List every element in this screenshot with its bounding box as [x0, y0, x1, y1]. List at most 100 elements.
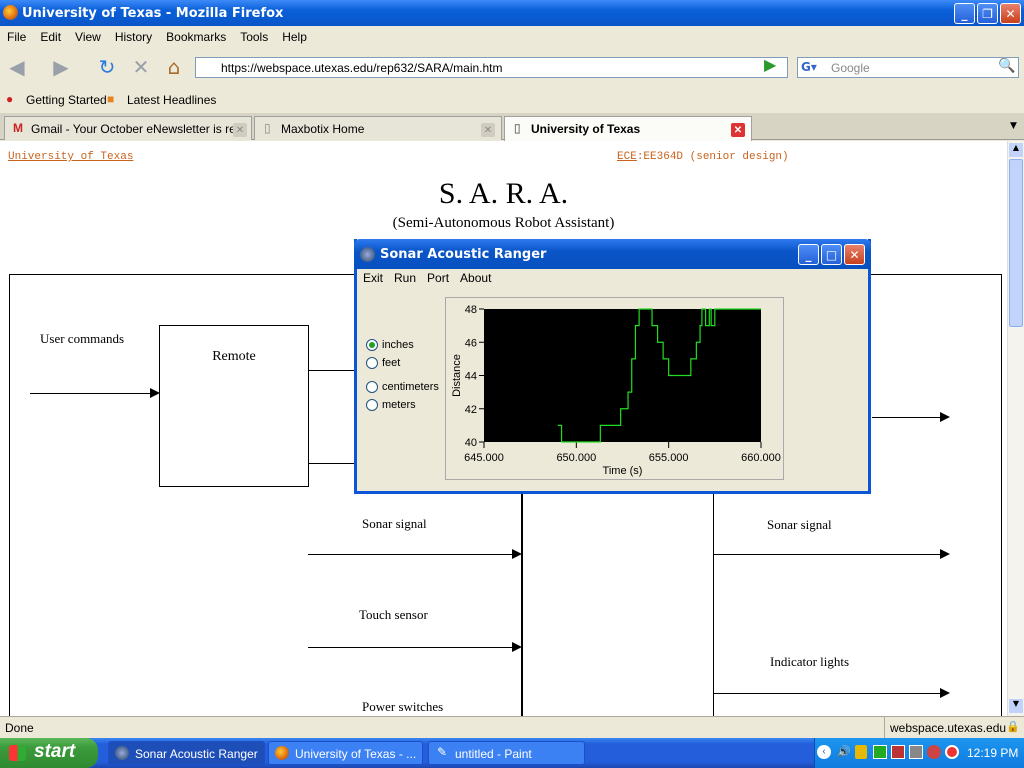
- radio-inches[interactable]: [366, 339, 378, 351]
- sonar-app-icon: [360, 247, 375, 262]
- status-text: Done: [5, 721, 34, 735]
- home-icon[interactable]: ⌂: [167, 55, 181, 79]
- vertical-scrollbar[interactable]: ▲ ▼: [1007, 141, 1024, 716]
- search-placeholder: Google: [831, 61, 870, 75]
- task-label: University of Texas - ...: [295, 747, 417, 761]
- menu-file[interactable]: File: [7, 30, 27, 44]
- restore-button[interactable]: ❐: [977, 3, 998, 24]
- radio-meters[interactable]: [366, 399, 378, 411]
- reload-icon[interactable]: ↻: [98, 55, 116, 79]
- radio-inches-label: inches: [382, 339, 414, 351]
- page-subtitle: (Semi-Autonomous Robot Assistant): [392, 215, 615, 231]
- course-line: ECE:EE364D (senior design): [617, 151, 789, 163]
- start-button[interactable]: start: [0, 738, 98, 768]
- tab-gmail[interactable]: M Gmail - Your October eNewsletter is re…: [4, 116, 252, 140]
- sonar-menu-exit[interactable]: Exit: [363, 271, 384, 285]
- x-tick-label: 660.000: [741, 452, 781, 464]
- sonar-signal-right-arrow: [940, 549, 950, 559]
- firefox-logo-icon: [3, 5, 18, 20]
- menu-bookmarks[interactable]: Bookmarks: [166, 30, 227, 44]
- tab-maxbotix[interactable]: ▯ Maxbotix Home ✕: [254, 116, 502, 140]
- page-title: S. A. R. A.: [438, 177, 569, 210]
- y-tick-label: 40: [465, 437, 477, 449]
- security-icon[interactable]: [891, 745, 905, 759]
- sonar-app-icon: [115, 746, 129, 760]
- tab-close-icon[interactable]: ✕: [731, 123, 745, 137]
- course-name: :EE364D (senior design): [636, 151, 789, 163]
- volume-icon[interactable]: 🔊: [837, 746, 851, 758]
- tab-list-icon[interactable]: ▼: [1010, 121, 1017, 131]
- tab-university-of-texas[interactable]: ▯ University of Texas ✕: [504, 116, 752, 141]
- alert-icon[interactable]: [945, 745, 959, 759]
- search-input[interactable]: Google: [797, 57, 1019, 78]
- menu-tools[interactable]: Tools: [240, 30, 269, 44]
- back-icon[interactable]: ◀: [9, 55, 25, 79]
- sonar-maximize-button[interactable]: □: [821, 244, 842, 265]
- menu-edit[interactable]: Edit: [40, 30, 62, 44]
- monitor-icon[interactable]: [909, 745, 923, 759]
- antivirus-icon[interactable]: [927, 745, 941, 759]
- university-link[interactable]: University of Texas: [8, 151, 134, 163]
- menu-view[interactable]: View: [75, 30, 101, 44]
- clock: 12:19 PM: [967, 746, 1019, 760]
- forward-icon[interactable]: ▶: [53, 55, 69, 79]
- scroll-up-icon[interactable]: ▲: [1009, 143, 1023, 157]
- touch-sensor-line: [308, 647, 512, 648]
- scroll-down-icon[interactable]: ▼: [1009, 699, 1023, 713]
- task-sonar[interactable]: Sonar Acoustic Ranger: [108, 741, 265, 765]
- x-tick-label: 655.000: [649, 452, 689, 464]
- go-icon[interactable]: ▶: [764, 55, 777, 74]
- search-icon[interactable]: 🔍: [998, 58, 1016, 74]
- scroll-thumb[interactable]: [1009, 159, 1023, 327]
- sonar-menu-bar: Exit Run Port About: [357, 269, 868, 287]
- user-commands-line: [30, 393, 150, 394]
- task-label: untitled - Paint: [455, 747, 532, 761]
- task-paint[interactable]: ✎ untitled - Paint: [428, 741, 585, 765]
- distance-series-line: [557, 308, 761, 443]
- tab-close-icon[interactable]: ✕: [481, 123, 495, 137]
- indicator-lights-label: Indicator lights: [770, 654, 850, 669]
- sonar-menu-port[interactable]: Port: [427, 271, 450, 285]
- network-icon[interactable]: [873, 745, 887, 759]
- lock-icon: 🔒: [1006, 721, 1020, 733]
- sonar-menu-run[interactable]: Run: [394, 271, 417, 285]
- menu-help[interactable]: Help: [282, 30, 307, 44]
- sonar-signal-left-line: [308, 554, 512, 555]
- tab-label: Gmail - Your October eNewsletter is re..…: [31, 122, 246, 136]
- status-divider: [884, 717, 885, 738]
- indicator-lights-arrow: [940, 688, 950, 698]
- sonar-signal-left-label: Sonar signal: [362, 516, 427, 531]
- status-host: webspace.utexas.edu: [890, 721, 1007, 735]
- url-bar[interactable]: https://webspace.utexas.edu/rep632/SARA/…: [195, 57, 788, 78]
- task-firefox[interactable]: University of Texas - ...: [268, 741, 423, 765]
- task-label: Sonar Acoustic Ranger: [135, 747, 258, 761]
- right-output-arrow-top: [940, 412, 950, 422]
- sonar-signal-right-label: Sonar signal: [767, 517, 832, 532]
- start-label: start: [34, 741, 76, 762]
- menu-history[interactable]: History: [114, 30, 153, 44]
- ece-link[interactable]: ECE: [617, 151, 637, 163]
- sonar-minimize-button[interactable]: _: [798, 244, 819, 265]
- radio-feet[interactable]: [366, 357, 378, 369]
- sonar-close-button[interactable]: ✕: [844, 244, 865, 265]
- remote-out-line-1: [309, 370, 355, 371]
- tab-close-icon[interactable]: ✕: [233, 123, 247, 137]
- right-output-line-top: [872, 417, 940, 418]
- minimize-button[interactable]: _: [954, 3, 975, 24]
- user-commands-arrow: [150, 388, 160, 398]
- tab-label: University of Texas: [531, 122, 641, 136]
- tray-expand-icon[interactable]: ‹: [817, 745, 831, 759]
- paint-icon: ✎: [437, 745, 448, 759]
- bookmark-getting-started[interactable]: Getting Started: [26, 93, 107, 107]
- stop-icon[interactable]: ✕: [132, 55, 150, 79]
- bookmark-latest-headlines[interactable]: Latest Headlines: [127, 93, 217, 107]
- google-icon[interactable]: G▾: [801, 60, 817, 74]
- remote-label: Remote: [212, 349, 256, 364]
- radio-centimeters[interactable]: [366, 381, 378, 393]
- touch-sensor-label: Touch sensor: [359, 607, 428, 622]
- sonar-menu-about[interactable]: About: [460, 271, 492, 285]
- y-tick-label: 44: [465, 371, 477, 383]
- shield-icon[interactable]: [855, 745, 867, 759]
- close-button[interactable]: ✕: [1000, 3, 1021, 24]
- y-axis-label: Distance: [451, 354, 463, 397]
